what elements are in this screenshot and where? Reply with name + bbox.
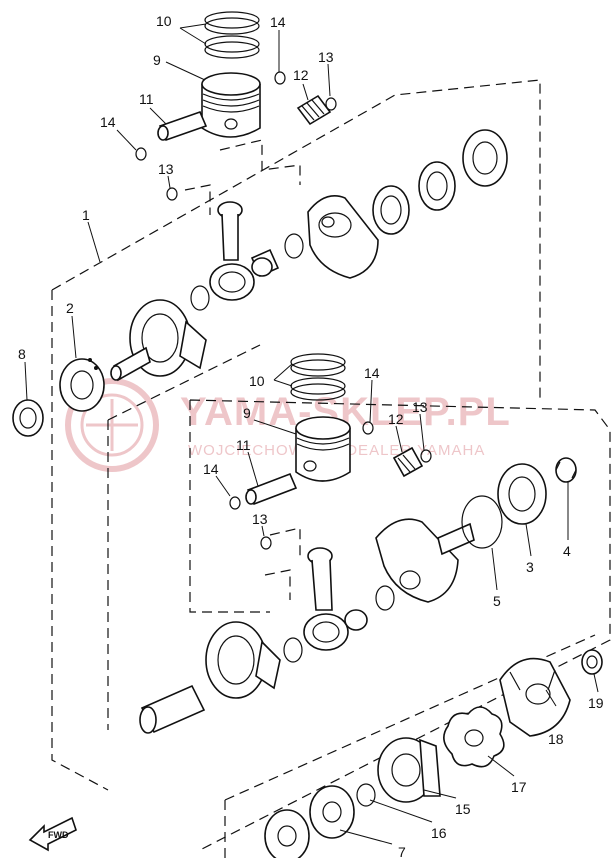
circlips-lower <box>229 421 432 550</box>
callout-15: 15 <box>455 801 471 817</box>
callout-14: 14 <box>364 365 380 381</box>
callout-10: 10 <box>156 13 172 29</box>
collar-4 <box>555 457 577 483</box>
oil-seal-bearing-2 <box>59 358 105 412</box>
clutch-housing-18 <box>499 657 571 737</box>
wrist-pin-upper <box>157 110 208 142</box>
callout-19: 19 <box>588 695 604 711</box>
crank-half-right-upper <box>307 195 379 279</box>
circlips-upper <box>135 71 337 201</box>
oil-seal-8 <box>12 399 44 437</box>
crankshaft-assembly-outline <box>51 79 541 791</box>
crank-shaft-stub-upper <box>110 346 151 382</box>
callout-9: 9 <box>243 405 251 421</box>
callout-3: 3 <box>526 559 534 575</box>
callout-9: 9 <box>153 52 161 68</box>
callout-12: 12 <box>293 67 309 83</box>
crankpin-bearing-lower <box>283 585 395 663</box>
part-callouts: 10 14 9 13 12 11 14 13 1 2 8 10 14 9 13 … <box>18 13 604 858</box>
lower-piston-group-outline <box>264 527 301 600</box>
piston-lower <box>295 416 351 482</box>
damper-rubber-17 <box>443 706 505 768</box>
crankpin-bearing-upper <box>250 248 280 278</box>
main-bearings-upper <box>372 129 508 235</box>
callout-8: 8 <box>18 346 26 362</box>
watermark: YAMA-SKLEP.PL WOJCIECHOWSKI | DEALER YAM… <box>65 378 510 472</box>
callout-14: 14 <box>100 114 116 130</box>
piston-ring-set-lower <box>290 353 346 401</box>
needle-bearing-upper <box>296 94 332 126</box>
callout-13: 13 <box>158 161 174 177</box>
callout-13: 13 <box>412 399 428 415</box>
thrust-washers-upper <box>190 233 304 311</box>
callout-11: 11 <box>236 437 251 453</box>
callout-1: 1 <box>82 207 90 223</box>
circlip-5 <box>461 495 503 549</box>
plate-7 <box>264 785 355 858</box>
callout-4: 4 <box>563 543 571 559</box>
fwd-label: FWD <box>48 830 69 840</box>
watermark-logo <box>65 378 159 472</box>
callout-12: 12 <box>388 411 404 427</box>
washer-19 <box>581 649 603 675</box>
callout-13: 13 <box>318 49 334 65</box>
connecting-rod-lower <box>303 547 349 651</box>
leader-lines <box>24 23 599 845</box>
callout-18: 18 <box>548 731 564 747</box>
washer-16 <box>356 783 376 807</box>
forward-arrow-icon: FWD <box>28 816 77 852</box>
cylinder-pin-lower <box>139 684 206 734</box>
needle-bearing-lower <box>392 446 424 478</box>
wrist-pin-lower <box>245 472 298 506</box>
callout-11: 11 <box>139 91 154 107</box>
bearing-3 <box>497 463 547 525</box>
callout-14: 14 <box>270 14 286 30</box>
callout-17: 17 <box>511 779 527 795</box>
callout-10: 10 <box>249 373 265 389</box>
upper-piston-group-outline <box>184 139 301 215</box>
connecting-rod-upper <box>209 201 255 301</box>
piston-ring-set-upper <box>204 11 260 59</box>
crank-half-left-lower <box>205 621 281 699</box>
callout-14: 14 <box>203 461 219 477</box>
callout-16: 16 <box>431 825 447 841</box>
callout-13: 13 <box>252 511 268 527</box>
hub-15 <box>377 737 441 803</box>
piston-upper <box>201 72 261 138</box>
callout-2: 2 <box>66 300 74 316</box>
crank-half-right-lower <box>375 518 475 603</box>
callout-7: 7 <box>398 844 406 858</box>
callout-5: 5 <box>493 593 501 609</box>
